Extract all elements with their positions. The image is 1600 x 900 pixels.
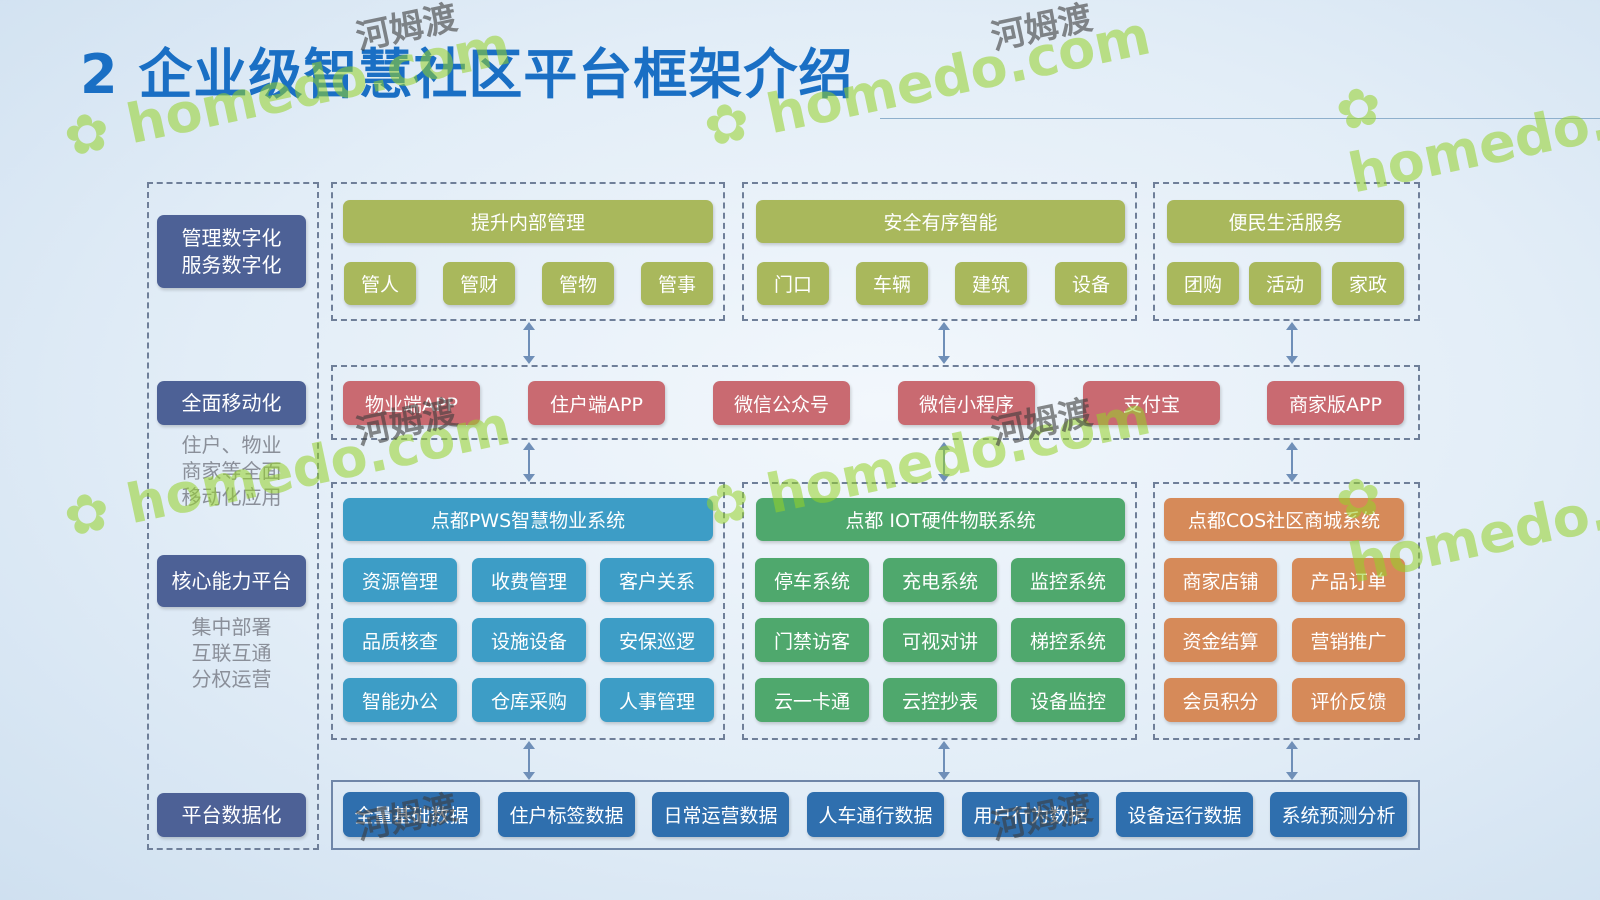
top-group-frame [1153, 182, 1420, 321]
core-module-button[interactable]: 云控抄表 [883, 678, 997, 722]
core-module-button[interactable]: 评价反馈 [1292, 678, 1405, 722]
desc-line: 集中部署 [191, 615, 272, 639]
data-item-button[interactable]: 住户标签数据 [498, 792, 635, 837]
core-module-button[interactable]: 智能办公 [343, 678, 457, 722]
core-module-button[interactable]: 收费管理 [472, 558, 586, 602]
bidirectional-arrow-icon [938, 322, 950, 364]
label-data-platform: 平台数据化 [157, 793, 306, 837]
core-system-frame [1153, 482, 1420, 740]
label-text: 管理数字化 [181, 225, 282, 250]
desc-line: 互联互通 [191, 641, 272, 665]
label-mobile: 全面移动化 [157, 381, 306, 425]
core-system-frame [331, 482, 725, 740]
top-group-header: 安全有序智能 [756, 200, 1125, 243]
top-group-item[interactable]: 建筑 [955, 262, 1027, 305]
top-group-frame [742, 182, 1137, 321]
data-platform-frame [331, 780, 1420, 850]
top-group-frame [331, 182, 725, 321]
top-group-item[interactable]: 管人 [344, 262, 416, 305]
desc-line: 商家等全面 [181, 459, 282, 483]
top-group-item[interactable]: 管事 [641, 262, 713, 305]
bidirectional-arrow-icon [938, 741, 950, 780]
bidirectional-arrow-icon [1286, 741, 1298, 780]
core-module-button[interactable]: 充电系统 [883, 558, 997, 602]
mobile-app-button[interactable]: 微信小程序 [898, 381, 1035, 425]
data-item-button[interactable]: 人车通行数据 [807, 792, 944, 837]
core-module-button[interactable]: 停车系统 [755, 558, 869, 602]
core-system-frame [742, 482, 1137, 740]
data-item-button[interactable]: 系统预测分析 [1270, 792, 1407, 837]
top-group-item[interactable]: 门口 [757, 262, 829, 305]
desc-line: 住户、物业 [181, 433, 282, 457]
core-system-header: 点都 IOT硬件物联系统 [756, 498, 1125, 541]
core-system-header: 点都PWS智慧物业系统 [343, 498, 713, 541]
data-item-button[interactable]: 全量基础数据 [343, 792, 480, 837]
core-module-button[interactable]: 品质核查 [343, 618, 457, 662]
mobile-app-button[interactable]: 微信公众号 [713, 381, 850, 425]
label-text: 服务数字化 [181, 252, 282, 277]
core-module-button[interactable]: 梯控系统 [1011, 618, 1125, 662]
core-description: 集中部署 互联互通 分权运营 [157, 614, 306, 692]
core-module-button[interactable]: 资源管理 [343, 558, 457, 602]
mobile-app-button[interactable]: 支付宝 [1083, 381, 1220, 425]
mobile-app-button[interactable]: 商家版APP [1267, 381, 1404, 425]
bidirectional-arrow-icon [523, 322, 535, 364]
core-module-button[interactable]: 门禁访客 [755, 618, 869, 662]
data-item-button[interactable]: 用户行为数据 [962, 792, 1099, 837]
label-digitalization: 管理数字化 服务数字化 [157, 215, 306, 288]
desc-line: 移动化应用 [181, 485, 282, 509]
core-module-button[interactable]: 安保巡逻 [600, 618, 714, 662]
core-module-button[interactable]: 人事管理 [600, 678, 714, 722]
bidirectional-arrow-icon [1286, 322, 1298, 364]
top-group-item[interactable]: 团购 [1167, 262, 1239, 305]
desc-line: 分权运营 [191, 667, 272, 691]
core-module-button[interactable]: 产品订单 [1292, 558, 1405, 602]
top-group-header: 提升内部管理 [343, 200, 713, 243]
core-module-button[interactable]: 商家店铺 [1164, 558, 1277, 602]
bidirectional-arrow-icon [523, 741, 535, 780]
top-group-item[interactable]: 设备 [1055, 262, 1127, 305]
top-group-item[interactable]: 车辆 [856, 262, 928, 305]
core-module-button[interactable]: 设施设备 [472, 618, 586, 662]
top-group-item[interactable]: 管财 [443, 262, 515, 305]
title-divider [880, 118, 1600, 119]
core-module-button[interactable]: 营销推广 [1292, 618, 1405, 662]
core-module-button[interactable]: 会员积分 [1164, 678, 1277, 722]
top-group-header: 便民生活服务 [1167, 200, 1404, 243]
core-module-button[interactable]: 资金结算 [1164, 618, 1277, 662]
top-group-item[interactable]: 管物 [542, 262, 614, 305]
core-module-button[interactable]: 云一卡通 [755, 678, 869, 722]
core-module-button[interactable]: 客户关系 [600, 558, 714, 602]
mobile-app-button[interactable]: 住户端APP [528, 381, 665, 425]
core-module-button[interactable]: 设备监控 [1011, 678, 1125, 722]
top-group-item[interactable]: 家政 [1332, 262, 1404, 305]
label-core-platform: 核心能力平台 [157, 555, 306, 607]
mobile-app-button[interactable]: 物业端APP [343, 381, 480, 425]
bidirectional-arrow-icon [1286, 442, 1298, 482]
mobile-description: 住户、物业 商家等全面 移动化应用 [157, 432, 306, 510]
left-column-frame [147, 182, 319, 850]
data-item-button[interactable]: 日常运营数据 [652, 792, 789, 837]
watermark: ✿ homedo.c [1330, 72, 1600, 206]
core-module-button[interactable]: 可视对讲 [883, 618, 997, 662]
watermark: 河姆渡 [987, 0, 1096, 59]
bidirectional-arrow-icon [938, 442, 950, 482]
core-system-header: 点都COS社区商城系统 [1164, 498, 1404, 541]
page-title: 2 企业级智慧社区平台框架介绍 [80, 43, 854, 106]
core-module-button[interactable]: 仓库采购 [472, 678, 586, 722]
mobile-apps-frame [331, 365, 1420, 440]
data-item-button[interactable]: 设备运行数据 [1116, 792, 1253, 837]
bidirectional-arrow-icon [523, 442, 535, 482]
core-module-button[interactable]: 监控系统 [1011, 558, 1125, 602]
top-group-item[interactable]: 活动 [1249, 262, 1321, 305]
